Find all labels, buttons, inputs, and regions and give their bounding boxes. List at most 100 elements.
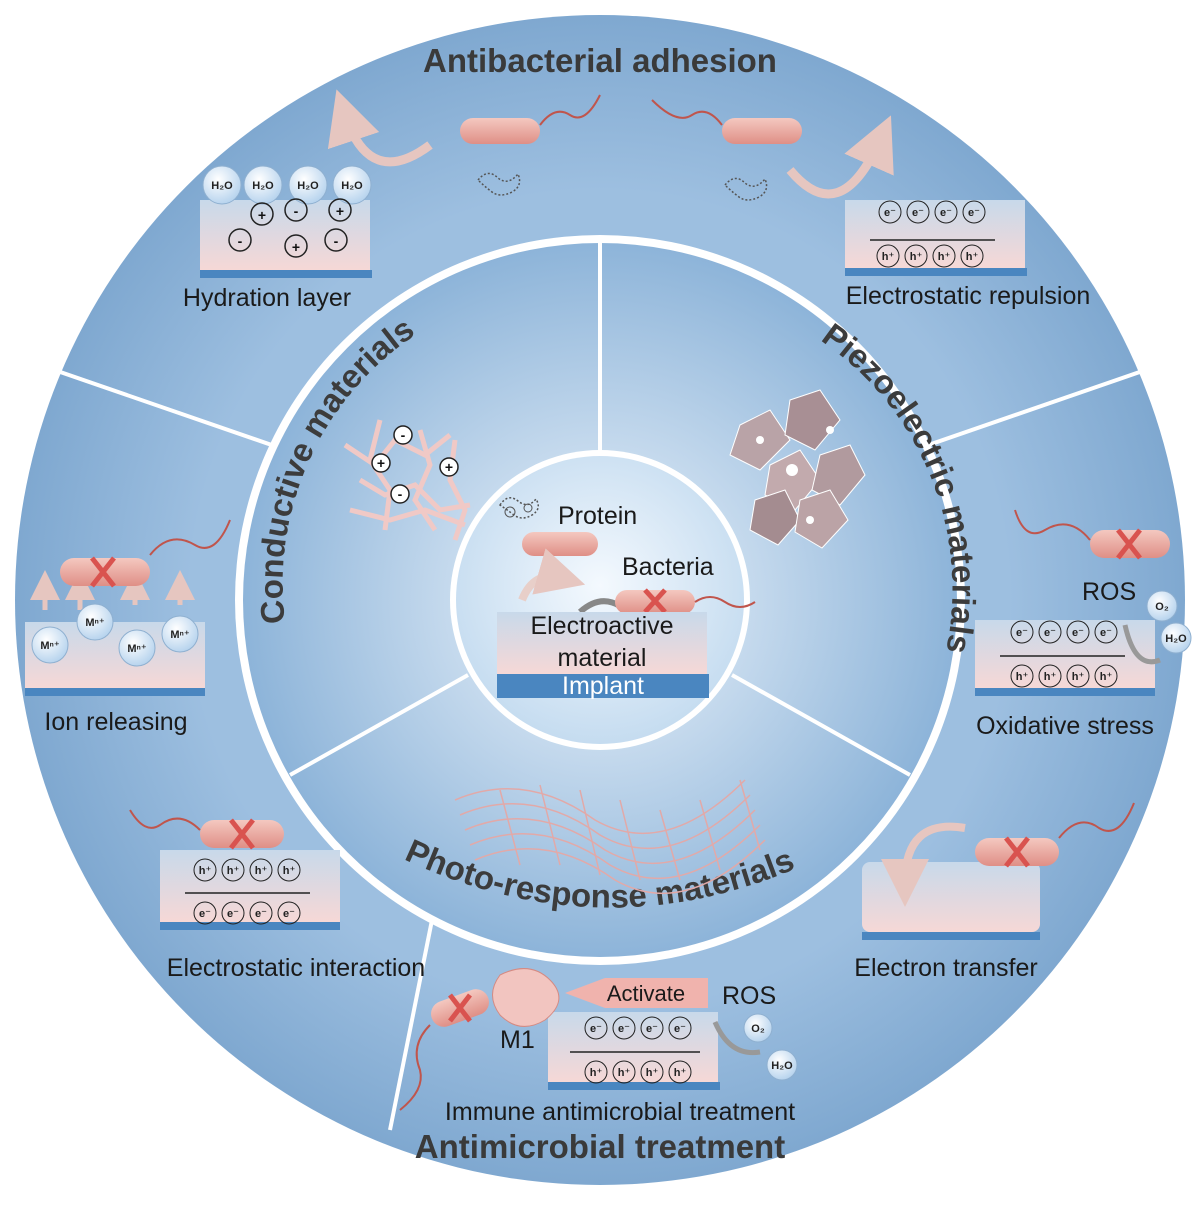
svg-text:h⁺: h⁺	[882, 251, 895, 263]
svg-text:e⁻: e⁻	[618, 1023, 630, 1035]
graphene-sheet-icon	[454, 779, 766, 895]
ion-metal-balls: Mⁿ⁺ Mⁿ⁺ Mⁿ⁺ Mⁿ⁺	[31, 603, 199, 667]
m1-macrophage-icon	[492, 968, 560, 1027]
interaction-electrons: e⁻ e⁻ e⁻ e⁻	[193, 901, 301, 925]
svg-text:-: -	[398, 486, 403, 502]
svg-text:h⁺: h⁺	[283, 865, 296, 877]
center-cross-icon	[643, 588, 667, 614]
label-electrostatic-interaction: Electrostatic interaction	[167, 954, 425, 982]
center-implant-bar	[497, 674, 709, 698]
immune-gray-arrow	[712, 1020, 761, 1056]
transfer-implant-bar	[862, 932, 1040, 940]
immune-holes: h⁺ h⁺ h⁺ h⁺	[584, 1060, 692, 1084]
svg-text:H₂O: H₂O	[211, 180, 233, 192]
repulsion-rebound-arrow	[786, 115, 894, 199]
oxidative-gray-arrow	[1122, 624, 1161, 665]
immune-electrons: e⁻ e⁻ e⁻ e⁻	[584, 1016, 692, 1040]
svg-text:Mⁿ⁺: Mⁿ⁺	[85, 617, 105, 629]
label-hydration-layer: Hydration layer	[183, 284, 351, 312]
svg-text:h⁺: h⁺	[255, 865, 268, 877]
label-immune-treatment: Immune antimicrobial treatment	[445, 1098, 795, 1126]
svg-text:h⁺: h⁺	[227, 865, 240, 877]
svg-text:+: +	[292, 239, 300, 255]
svg-text:h⁺: h⁺	[199, 865, 212, 877]
svg-text:+: +	[377, 455, 385, 471]
transfer-flagellum	[1058, 802, 1135, 839]
oxidative-holes: h⁺ h⁺ h⁺ h⁺	[1010, 664, 1118, 688]
svg-text:H₂O: H₂O	[252, 180, 274, 192]
svg-text:Mⁿ⁺: Mⁿ⁺	[40, 640, 60, 652]
immune-h2o-label: H₂O	[771, 1060, 793, 1072]
svg-text:e⁻: e⁻	[199, 908, 211, 920]
label-electron-transfer: Electron transfer	[854, 954, 1037, 982]
hydration-rebound-arrow	[327, 89, 433, 167]
repulsion-bacteria	[722, 118, 802, 144]
label-ion-releasing: Ion releasing	[44, 708, 187, 736]
center-material-block	[497, 612, 707, 674]
svg-text:e⁻: e⁻	[884, 207, 896, 219]
ion-up-arrows	[30, 570, 195, 610]
center-bacteria-top	[522, 532, 598, 556]
svg-text:h⁺: h⁺	[1100, 671, 1113, 683]
svg-text:-: -	[401, 427, 406, 443]
svg-text:h⁺: h⁺	[1044, 671, 1057, 683]
svg-text:e⁻: e⁻	[940, 207, 952, 219]
svg-text:H₂O: H₂O	[341, 180, 363, 192]
piezo-crystal-icon	[729, 389, 866, 549]
transfer-arrow	[881, 822, 966, 907]
center-rebound-arrow	[518, 548, 586, 602]
interaction-flagellum	[129, 809, 201, 831]
svg-text:e⁻: e⁻	[912, 207, 924, 219]
conductive-charges: - + + -	[371, 425, 459, 504]
svg-text:Mⁿ⁺: Mⁿ⁺	[127, 643, 147, 655]
hydration-implant-bar	[200, 270, 372, 278]
svg-text:+: +	[445, 459, 453, 475]
center-material-line1: Electroactive	[530, 612, 673, 640]
interaction-implant-bar	[160, 922, 340, 930]
hydration-flagellum	[539, 94, 601, 126]
svg-text:-: -	[334, 233, 339, 249]
hydration-protein-icon	[476, 172, 521, 196]
oxidative-cross-icon	[1116, 528, 1142, 560]
svg-text:e⁻: e⁻	[674, 1023, 686, 1035]
immune-cross-icon	[448, 993, 472, 1023]
hydration-charges: + - + - + -	[228, 198, 352, 258]
immune-activate-arrow	[565, 978, 708, 1008]
oxidative-ros-label: ROS	[1082, 578, 1136, 606]
ion-flagellum	[149, 519, 231, 556]
interaction-cross-icon	[229, 818, 255, 850]
inner-dividers	[289, 243, 911, 777]
hydration-water-balls: H₂O H₂O H₂O H₂O	[202, 165, 372, 205]
oxidative-electrons: e⁻ e⁻ e⁻ e⁻	[1010, 620, 1118, 644]
ion-implant-bar	[25, 688, 205, 696]
immune-ros-label: ROS	[722, 982, 776, 1010]
svg-text:+: +	[336, 203, 344, 219]
svg-text:h⁺: h⁺	[590, 1067, 603, 1079]
svg-text:-: -	[294, 203, 299, 219]
svg-text:+: +	[258, 207, 266, 223]
transfer-cross-icon	[1004, 836, 1030, 868]
svg-text:h⁺: h⁺	[674, 1067, 687, 1079]
immune-h2o-ball	[766, 1049, 798, 1081]
svg-text:e⁻: e⁻	[646, 1023, 658, 1035]
label-electrostatic-repulsion: Electrostatic repulsion	[846, 282, 1091, 310]
interaction-holes: h⁺ h⁺ h⁺ h⁺	[193, 858, 301, 882]
svg-text:e⁻: e⁻	[590, 1023, 602, 1035]
svg-text:h⁺: h⁺	[1072, 671, 1085, 683]
svg-text:h⁺: h⁺	[618, 1067, 631, 1079]
center-flagellum	[694, 596, 756, 608]
hydration-bacteria	[460, 118, 540, 144]
immune-m1-label: M1	[500, 1026, 535, 1054]
svg-text:H₂O: H₂O	[297, 180, 319, 192]
svg-text:-: -	[238, 233, 243, 249]
immune-activate-label: Activate	[607, 981, 685, 1006]
title-bottom: Antimicrobial treatment	[415, 1128, 785, 1165]
repulsion-electrons: e⁻ e⁻ e⁻ e⁻	[878, 200, 986, 224]
repulsion-protein-icon	[723, 177, 768, 201]
repulsion-flagellum	[651, 99, 723, 126]
svg-text:h⁺: h⁺	[910, 251, 923, 263]
svg-text:e⁻: e⁻	[1072, 627, 1084, 639]
svg-text:e⁻: e⁻	[283, 908, 295, 920]
